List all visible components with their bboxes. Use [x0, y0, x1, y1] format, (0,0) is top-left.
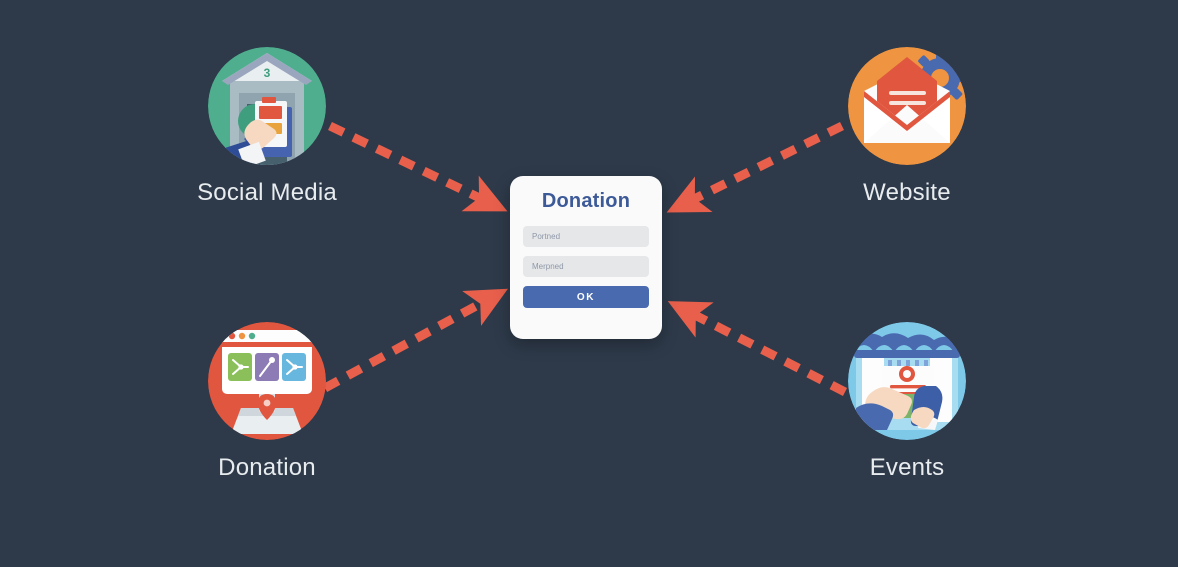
- arrow-social-media-to-card: [328, 121, 508, 212]
- svg-text:3: 3: [264, 66, 271, 80]
- node-label-events: Events: [869, 454, 945, 481]
- donation-field-two-placeholder: Merpned: [532, 262, 564, 271]
- donation-field-one-placeholder: Portned: [532, 232, 561, 241]
- node-social-media[interactable]: 3 Social Media: [157, 47, 377, 207]
- arrow-donation-to-card: [322, 288, 508, 392]
- ok-button[interactable]: OK: [523, 286, 649, 308]
- node-label-donation: Donation: [218, 454, 316, 481]
- arrow-events-to-card: [667, 301, 848, 397]
- bank-hand-flyer-icon: 3: [208, 47, 326, 165]
- node-donation[interactable]: Donation: [157, 322, 377, 482]
- node-website[interactable]: Website: [797, 47, 1017, 207]
- envelope-gear-icon: [848, 47, 966, 165]
- node-label-website: Website: [863, 179, 951, 206]
- node-events[interactable]: Events: [797, 322, 1017, 482]
- donation-field-two[interactable]: Merpned: [523, 256, 649, 277]
- node-label-social-media: Social Media: [197, 179, 337, 206]
- browser-charts-pin-icon: [208, 322, 326, 440]
- storefront-certificate-icon: [848, 322, 966, 440]
- arrow-website-to-card: [666, 121, 844, 213]
- donation-field-one[interactable]: Portned: [523, 226, 649, 247]
- donation-form-card: Donation Portned Merpned OK: [510, 176, 662, 339]
- card-title: Donation: [541, 190, 631, 212]
